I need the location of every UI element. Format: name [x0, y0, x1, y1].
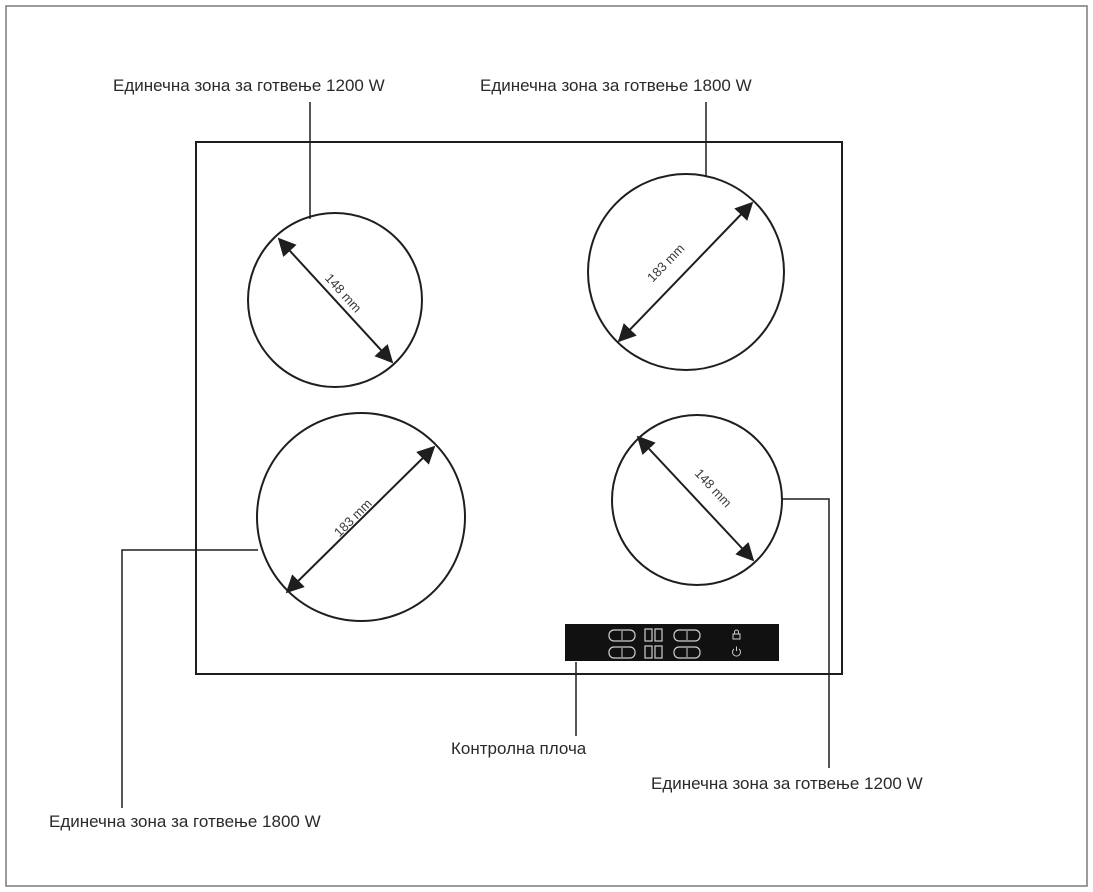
cooking-zone-top-left: [247, 212, 423, 388]
cooking-zone-bottom-left: [256, 412, 466, 622]
label-zone-bottom-right: Единечна зона за готвење 1200 W: [651, 774, 923, 793]
control-button-icon: [608, 646, 636, 659]
display-digit-icon: [644, 628, 653, 642]
label-zone-bottom-left: Единечна зона за готвење 1800 W: [49, 812, 321, 831]
control-panel-body: [565, 624, 779, 661]
label-zone-top-left: Единечна зона за готвење 1200 W: [113, 76, 385, 95]
diameter-arrow-top-left: [277, 237, 394, 364]
diameter-label-bottom-left: 183 mm: [331, 496, 375, 540]
cooking-zone-top-right: [587, 173, 785, 371]
leader-line-bottom-left: [121, 549, 258, 808]
control-button-icon: [608, 629, 636, 642]
leader-line-bottom-right: [782, 498, 830, 768]
diameter-label-top-right: 183 mm: [644, 241, 687, 285]
label-zone-top-right: Единечна зона за готвење 1800 W: [480, 76, 752, 95]
diameter-arrow-top-right: [617, 201, 754, 343]
power-icon: [732, 646, 741, 657]
control-panel: [565, 624, 779, 661]
diameter-arrow-bottom-right: [636, 435, 755, 562]
cooking-zone-bottom-right: [611, 414, 783, 586]
outer-frame: [5, 5, 1088, 887]
control-button-icon: [673, 646, 701, 659]
display-digit-icon: [654, 628, 663, 642]
cooktop-outline: [195, 141, 843, 675]
diameter-label-bottom-right: 148 mm: [692, 466, 735, 511]
lock-icon: [732, 629, 741, 640]
display-digit-icon: [644, 645, 653, 659]
label-control-panel: Контролна плоча: [451, 739, 587, 758]
control-button-icon: [673, 629, 701, 642]
diameter-arrow-bottom-left: [285, 445, 436, 594]
display-digit-icon: [654, 645, 663, 659]
